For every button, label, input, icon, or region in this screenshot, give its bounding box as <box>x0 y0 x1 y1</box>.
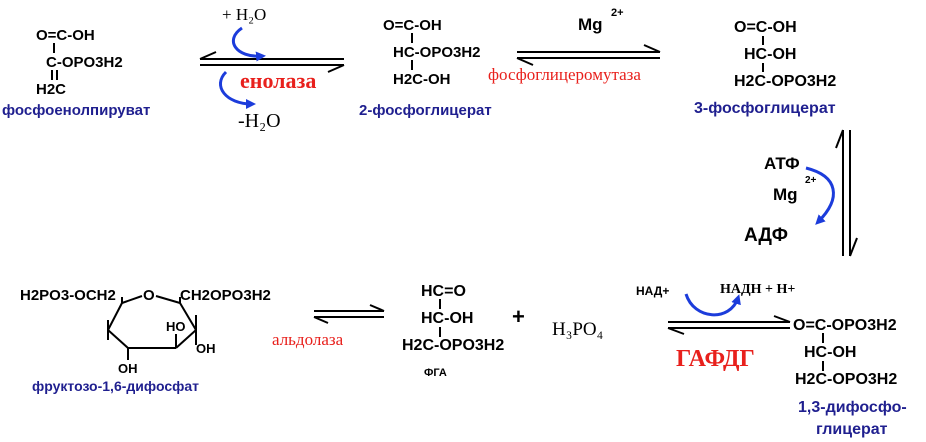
kinase-equilibrium-arrow <box>835 129 858 257</box>
water-out-label: -H₂O <box>238 110 281 132</box>
aldolase-label: альдолаза <box>272 330 344 349</box>
water-in-label: + H₂O <box>222 5 267 24</box>
bpg-phosphomethyl: H2C-OPO3H2 <box>795 371 898 388</box>
fbp-oh-right: OH <box>196 341 216 356</box>
gapdh-label: ГАФДГ <box>676 346 755 372</box>
pg2-phospho-carbon: HC-OPO3H2 <box>393 44 481 61</box>
pep-carboxyl: O=C-OH <box>36 27 95 44</box>
bpg-hydroxy-carbon: HC-OH <box>804 344 857 361</box>
gap-name: ФГА <box>424 367 447 379</box>
bpg-acylphosphate: O=C-OPO3H2 <box>793 317 897 334</box>
mutase-label: фосфоглицеромутаза <box>488 65 641 84</box>
kinase-cofactor-charge: 2+ <box>805 175 817 186</box>
pg3-carboxyl: O=C-OH <box>734 19 797 36</box>
pep-name: фосфоенолпируват <box>2 102 151 119</box>
bpg-name-line1: 1,3-дифосфо- <box>798 399 907 416</box>
water-in-curved-arrow <box>231 26 266 62</box>
fbp-ring-oxygen: O <box>143 287 155 304</box>
nad-nadh-curved-arrow <box>684 293 741 317</box>
pg3-hydroxy-carbon: HC-OH <box>744 46 797 63</box>
water-out-curved-arrow <box>219 70 256 109</box>
gap-hydroxy-carbon: HC-OH <box>421 310 474 327</box>
mutase-equilibrium-arrow <box>516 44 661 66</box>
fbp-left-phosphate: H2PO3-OCH2 <box>20 287 116 304</box>
bpg-name-line2: глицерат <box>816 421 888 438</box>
enolase-label: енолаза <box>240 68 317 93</box>
mutase-cofactor-charge: 2+ <box>611 7 624 19</box>
pg2-hydroxymethyl: H2C-OH <box>393 71 451 88</box>
fbp-name: фруктозо-1,6-дифосфат <box>32 378 200 394</box>
plus-sign: + <box>512 304 525 329</box>
atp-adp-curved-arrow <box>805 166 835 225</box>
adp-label: АДФ <box>744 225 788 246</box>
nad-label: НАД+ <box>636 284 670 298</box>
pep-methylene: H2C <box>36 81 67 98</box>
gap-aldehyde: HC=O <box>421 283 466 300</box>
fbp-ho: HO <box>166 319 186 334</box>
pg2-carboxyl: O=C-OH <box>383 17 442 34</box>
enolase-equilibrium-arrow <box>199 51 345 73</box>
atp-label: АТФ <box>764 154 800 173</box>
fructose-ring <box>107 295 197 360</box>
pep-phosphate-carbon: C-OPO3H2 <box>46 54 123 71</box>
gap-phosphomethyl: H2C-OPO3H2 <box>402 337 505 354</box>
phosphoric-acid: H₃PO₄ <box>552 319 604 340</box>
mutase-cofactor: Mg <box>578 15 603 34</box>
fbp-right-phosphate: CH2OPO3H2 <box>180 287 271 304</box>
kinase-cofactor: Mg <box>773 185 798 204</box>
pg3-name: 3-фосфоглицерат <box>694 100 836 117</box>
nadh-label: НАДН + Н+ <box>720 282 796 297</box>
gapdh-equilibrium-arrow <box>667 315 791 335</box>
fbp-oh-bottom: OH <box>118 361 138 376</box>
pg3-phosphomethyl: H2C-OPO3H2 <box>734 73 837 90</box>
aldolase-equilibrium-arrow <box>313 304 385 324</box>
pg2-name: 2-фосфоглицерат <box>359 102 492 119</box>
